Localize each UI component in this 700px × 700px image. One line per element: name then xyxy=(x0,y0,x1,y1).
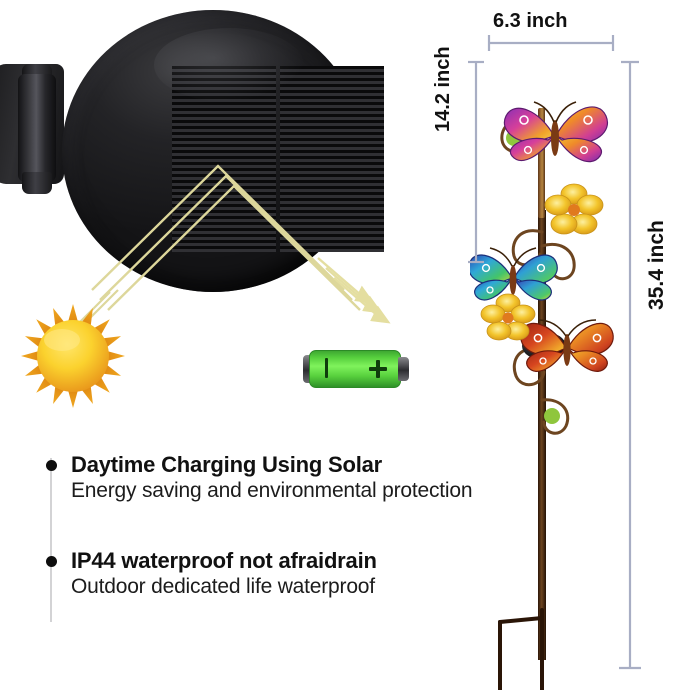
feature-text-1: IP44 waterproof not afraidrain Outdoor d… xyxy=(71,548,524,600)
butterfly-top xyxy=(503,101,609,163)
feature-item-1: IP44 waterproof not afraidrain Outdoor d… xyxy=(44,548,524,600)
battery-icon xyxy=(303,348,409,390)
solar-cell-column-right xyxy=(280,66,384,252)
sun-disc xyxy=(37,320,109,392)
feature-item-0: Daytime Charging Using Solar Energy savi… xyxy=(44,452,524,504)
feature-rail xyxy=(50,458,52,622)
dimension-total-height-label: 35.4 inch xyxy=(645,220,668,310)
battery-plus-symbol xyxy=(369,360,387,378)
tendril-green-orb-lower xyxy=(544,408,560,424)
feature-bullet-1 xyxy=(46,556,57,567)
solar-panel-head xyxy=(0,4,400,314)
panel-hinge xyxy=(18,74,56,182)
flower-lower xyxy=(480,293,536,341)
feature-text-0: Daytime Charging Using Solar Energy savi… xyxy=(71,452,524,504)
butterfly-garden-stake xyxy=(470,101,614,690)
solar-panel-body xyxy=(62,10,384,292)
feature-subtitle-0: Energy saving and environmental protecti… xyxy=(71,478,473,502)
dimension-width-label: 6.3 inch xyxy=(493,10,568,32)
sun-highlight xyxy=(44,329,80,351)
feature-title-0: Daytime Charging Using Solar xyxy=(71,452,383,477)
feature-title-1: IP44 waterproof not afraidrain xyxy=(71,548,377,573)
sun-icon xyxy=(21,304,125,408)
stake-rod xyxy=(538,210,546,660)
feature-bullet-0 xyxy=(46,460,57,471)
flower-upper xyxy=(544,183,604,235)
butterfly-bottom xyxy=(520,319,614,372)
dimension-panel-height-label: 14.2 inch xyxy=(432,46,454,132)
panel-hinge-bottom-pin xyxy=(22,172,52,194)
stake-ground-fork xyxy=(498,608,544,690)
battery-positive-terminal xyxy=(398,357,409,381)
battery-minus-symbol xyxy=(325,358,328,378)
feature-list: Daytime Charging Using Solar Energy savi… xyxy=(44,452,524,627)
solar-cell-column-left xyxy=(172,66,276,252)
feature-subtitle-1: Outdoor dedicated life waterproof xyxy=(71,574,375,598)
butterfly-middle xyxy=(470,247,558,301)
battery-body xyxy=(309,350,401,388)
solar-cell-grid xyxy=(172,66,384,252)
